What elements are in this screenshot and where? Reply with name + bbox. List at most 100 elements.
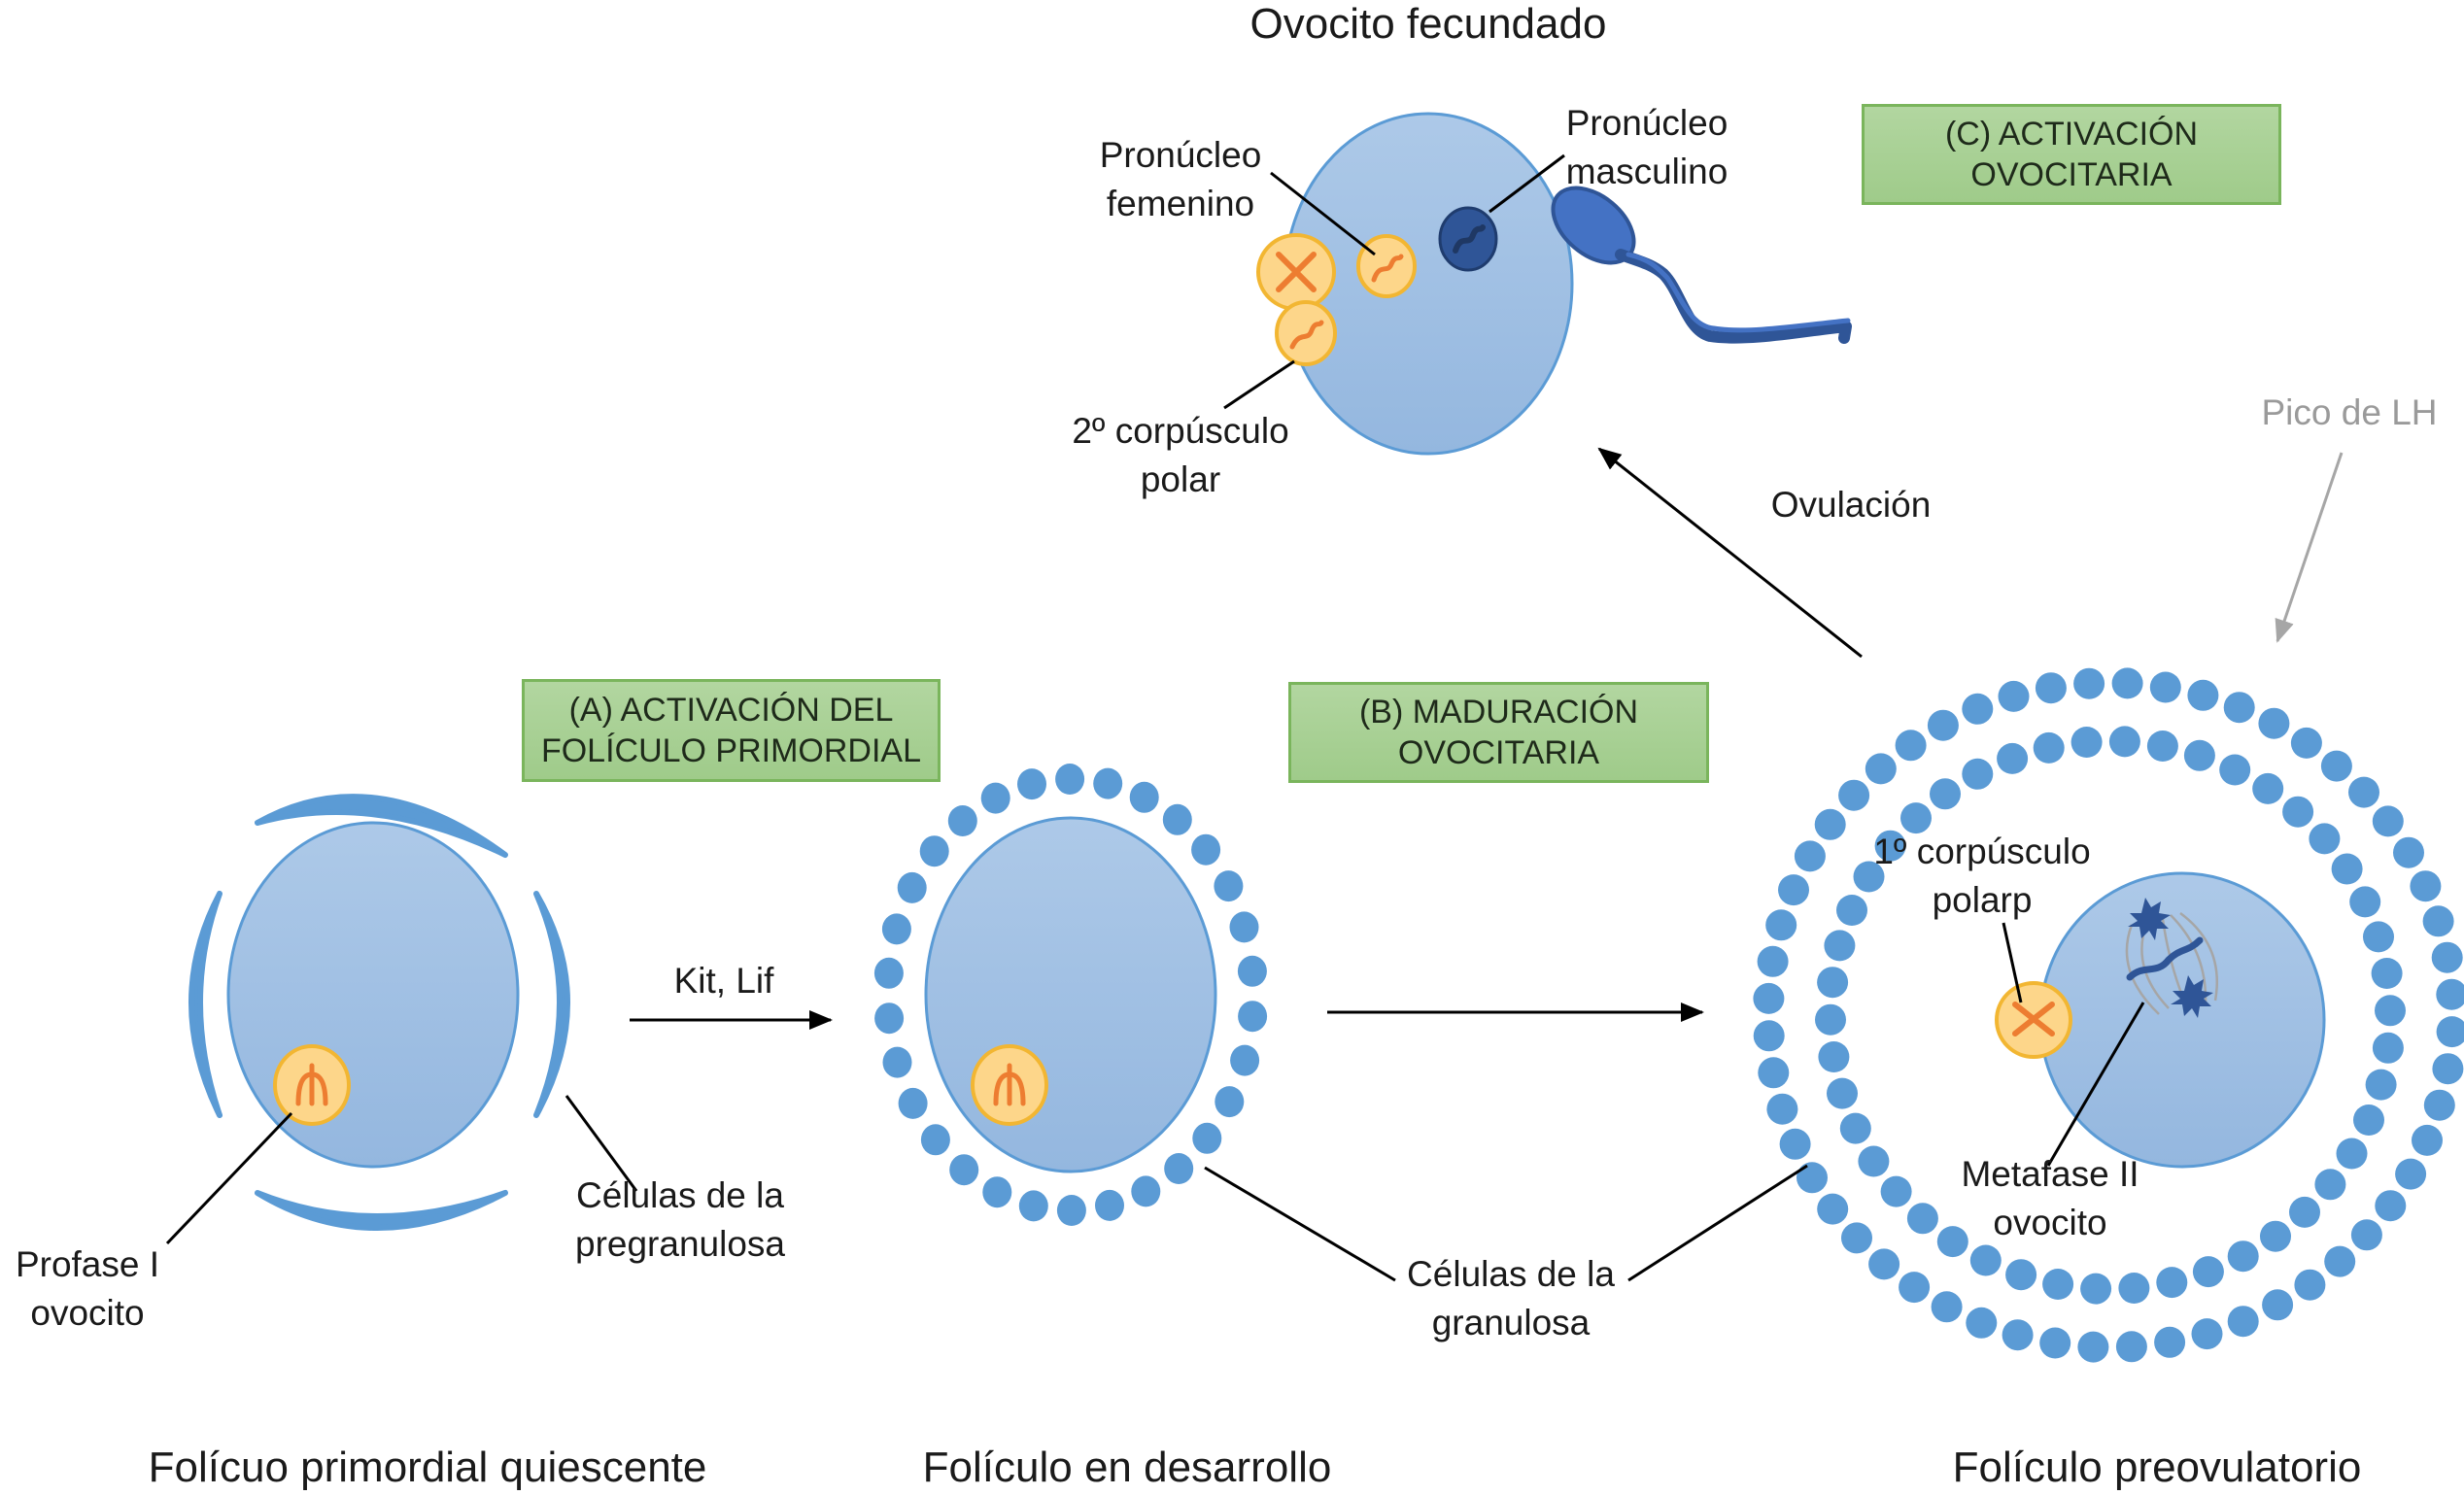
- fertilized-oocyte-title: Ovocito fecundado: [1249, 0, 1607, 48]
- developing-follicle: [873, 764, 1396, 1282]
- granulosa-cell: [2375, 1190, 2407, 1222]
- granulosa-cell: [2371, 958, 2403, 989]
- leader-line-metaphase: [2046, 1002, 2145, 1167]
- label-first-polar-body: 1º corpúsculo polarp: [1841, 828, 2123, 925]
- label-male-pronucleus: Pronúcleo masculino: [1535, 99, 1759, 196]
- leader-line-pregranulosa: [565, 1095, 638, 1192]
- granulosa-cell: [1906, 1203, 1938, 1235]
- granulosa-cell: [1817, 967, 1849, 999]
- granulosa-cell: [1164, 1153, 1194, 1184]
- granulosa-cell: [1838, 779, 1870, 811]
- granulosa-cell: [1853, 861, 1885, 893]
- ovulation-arrow: [1597, 447, 1863, 659]
- granulosa-cell: [1817, 1193, 1849, 1225]
- leader-line-first-polar-body: [2002, 922, 2023, 1003]
- stage-a-line2: FOLÍCULO PRIMORDIAL: [540, 732, 922, 769]
- granulosa-cell: [2080, 1273, 2112, 1305]
- granulosa-cell: [2412, 1124, 2443, 1156]
- granulosa-cell: [1930, 778, 1961, 810]
- granulosa-cell: [2290, 727, 2322, 759]
- granulosa-cell: [2289, 1196, 2320, 1228]
- label-line: 1º corpúsculo: [1873, 832, 2091, 871]
- granulosa-cell: [1753, 1020, 1785, 1052]
- second-polar-body: [1275, 300, 1337, 366]
- granulosa-cell: [1017, 768, 1046, 800]
- chromosome-icon: [993, 1063, 1026, 1106]
- granulosa-cell: [2227, 1240, 2259, 1273]
- label-line: masculino: [1565, 152, 1728, 191]
- granulosa-cell: [1818, 1041, 1850, 1072]
- granulosa-cell: [873, 957, 904, 989]
- sperm-icon: [1551, 186, 1852, 344]
- x-chromosome-icon: [1276, 252, 1317, 292]
- granulosa-cell: [2282, 796, 2314, 828]
- granulosa-cell: [1191, 833, 1221, 866]
- label-metaphase: Metafase II ovocito: [1924, 1150, 2176, 1247]
- centrosome-star-icon-top: [2128, 898, 2171, 940]
- leader-line-granulosa-middle: [1204, 1166, 1396, 1282]
- granulosa-cell: [1238, 1001, 1268, 1033]
- granulosa-cell: [2149, 671, 2181, 703]
- granulosa-cell: [1997, 742, 2029, 774]
- granulosa-cell: [1827, 1077, 1858, 1109]
- granulosa-cell: [1215, 1086, 1245, 1118]
- leader-line-second-polar-body: [1223, 359, 1295, 410]
- granulosa-cell: [1758, 1057, 1790, 1089]
- granulosa-cell: [881, 913, 911, 945]
- granulosa-cell: [2336, 1138, 2368, 1170]
- granulosa-cell: [898, 1087, 928, 1119]
- granulosa-cell: [1192, 1122, 1222, 1154]
- granulosa-cell: [1858, 1145, 1890, 1177]
- stage-box-a: (A) ACTIVACIÓN DEL FOLÍCULO PRIMORDIAL: [522, 679, 941, 782]
- granulosa-cell: [2115, 1331, 2147, 1363]
- granulosa-cell: [1895, 730, 1927, 762]
- label-kit-lif: Kit, Lif: [673, 961, 774, 1001]
- granulosa-cell: [2156, 1267, 2188, 1299]
- granulosa-cell: [1779, 1128, 1811, 1160]
- granulosa-cell: [2410, 870, 2442, 902]
- prophase-nucleus: [971, 1044, 1048, 1126]
- centrosome-star-icon-bottom: [2171, 975, 2213, 1018]
- granulosa-cell: [2111, 667, 2143, 699]
- granulosa-cell: [1824, 930, 1856, 962]
- label-line: ovocito: [1993, 1203, 2107, 1242]
- metaphase-chromosome-icon: [2126, 936, 2204, 981]
- granulosa-cell: [2118, 1273, 2150, 1304]
- granulosa-cell: [2423, 1089, 2455, 1121]
- granulosa-layer-outer: [1753, 667, 2464, 1363]
- granulosa-cell: [1969, 1244, 2002, 1276]
- granulosa-cell: [2314, 1169, 2346, 1201]
- label-ovulation: Ovulación: [1770, 485, 1932, 525]
- granulosa-cell: [2432, 1053, 2464, 1085]
- squiggle-chromosome-icon: [1289, 320, 1324, 350]
- label-line: granulosa: [1431, 1303, 1591, 1342]
- stage-b-line1: (B) MADURACIÓN: [1358, 694, 1639, 731]
- label-line: polar: [1140, 459, 1221, 499]
- granulosa-cell: [2365, 1069, 2397, 1101]
- granulosa-cell: [2363, 921, 2394, 953]
- granulosa-cell: [1093, 767, 1123, 799]
- granulosa-cell: [2258, 707, 2290, 739]
- granulosa-cell: [2372, 1032, 2404, 1064]
- label-line: Metafase II: [1961, 1154, 2139, 1194]
- granulosa-cell: [2375, 995, 2406, 1027]
- preovulatory-follicle: [1627, 667, 2464, 1363]
- squiggle-chromosome-icon: [1371, 254, 1404, 283]
- granulosa-cell: [982, 1176, 1012, 1208]
- granulosa-cell: [2005, 1259, 2037, 1291]
- label-prophase-oocyte: Profase I ovocito: [0, 1240, 175, 1338]
- granulosa-cell: [2422, 905, 2454, 937]
- female-pronucleus: [1356, 234, 1417, 298]
- granulosa-cell: [1055, 764, 1085, 795]
- granulosa-cell: [1998, 680, 2030, 712]
- granulosa-cell: [2320, 750, 2352, 782]
- squiggle-chromosome-icon: [1453, 224, 1486, 254]
- granulosa-cell: [2294, 1269, 2326, 1301]
- stage-box-c: (C) ACTIVACIÓN OVOCITARIA: [1862, 104, 2281, 205]
- granulosa-cell: [1836, 895, 1867, 926]
- granulosa-cell: [1129, 781, 1159, 813]
- leader-line-female-pronucleus: [1270, 171, 1376, 256]
- label-line: femenino: [1106, 184, 1255, 223]
- granulosa-cell: [1880, 1175, 1912, 1207]
- granulosa-cell: [2002, 1319, 2034, 1351]
